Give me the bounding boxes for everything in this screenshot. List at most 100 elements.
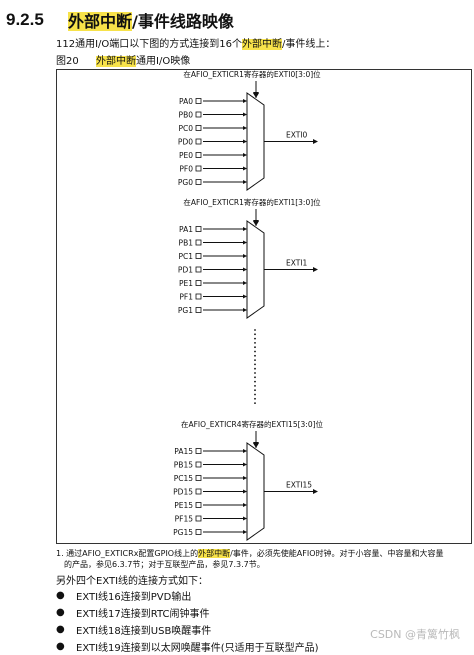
bullet-icon: ● bbox=[56, 641, 65, 652]
arrowhead-icon bbox=[243, 254, 247, 258]
multiplexer-shape bbox=[246, 220, 265, 319]
pin-label: PF1 bbox=[179, 293, 193, 302]
pin-box bbox=[195, 179, 202, 185]
pin-box bbox=[195, 293, 202, 300]
pin-box bbox=[195, 488, 202, 495]
pin-box bbox=[195, 111, 202, 118]
list-item-text: EXTI线18连接到USB唤醒事件 bbox=[76, 626, 212, 637]
arrowhead-icon bbox=[243, 126, 247, 130]
arrowhead-icon bbox=[243, 516, 247, 521]
ellipsis-dot bbox=[254, 385, 256, 387]
pin-label: PE1 bbox=[179, 279, 193, 288]
pin-box bbox=[195, 307, 202, 313]
pin-box bbox=[195, 502, 202, 508]
register-label: 在AFIO_EXTICR1寄存器的EXTI1[3:0]位 bbox=[183, 197, 321, 207]
exti-line-list: ● EXTI线16连接到PVD输出 ● EXTI线17连接到RTC闹钟事件 ● EXT… bbox=[56, 587, 319, 655]
arrowhead-icon bbox=[243, 240, 247, 245]
figure-caption: 图20 外部中断通用I/O映像 bbox=[56, 52, 190, 67]
pin-label: PG0 bbox=[178, 178, 193, 187]
pin-box bbox=[195, 475, 202, 481]
pin-label: PC1 bbox=[178, 252, 193, 261]
arrowhead-icon bbox=[313, 139, 318, 144]
ellipsis-dot bbox=[254, 333, 256, 336]
pin-box bbox=[195, 280, 202, 286]
watermark: CSDN @青篱竹枫 bbox=[370, 628, 460, 641]
ellipsis-dot bbox=[254, 367, 256, 370]
output-label: EXTI0 bbox=[286, 131, 308, 140]
pin-label: PA0 bbox=[179, 97, 193, 106]
ellipsis-dot bbox=[254, 329, 256, 331]
list-item: ● EXTI线17连接到RTC闹钟事件 bbox=[56, 604, 319, 621]
pin-box bbox=[195, 239, 202, 246]
ellipsis-dot bbox=[254, 342, 256, 344]
output-label: EXTI1 bbox=[286, 259, 308, 268]
arrowhead-icon bbox=[243, 503, 247, 507]
pin-label: PB1 bbox=[179, 239, 194, 248]
arrowhead-icon bbox=[243, 180, 247, 184]
pin-label: PC0 bbox=[178, 124, 193, 133]
footnote: 1. 通过AFIO_EXTICRx配置GPIO线上的外部中断/事件，必须先使能A… bbox=[56, 548, 474, 570]
pin-label: PE0 bbox=[179, 151, 193, 160]
pin-box bbox=[195, 125, 202, 131]
ellipsis-dot bbox=[254, 402, 256, 404]
arrowhead-icon bbox=[253, 92, 259, 97]
footnote-after: /事件，必须先使能AFIO时钟。对于小容量、中容量和大容量 bbox=[230, 549, 444, 558]
pin-label: PA1 bbox=[179, 225, 193, 234]
ellipsis-dot bbox=[254, 380, 256, 383]
arrowhead-icon bbox=[243, 153, 247, 157]
intro-after: /事件线上： bbox=[282, 39, 336, 50]
list-item-text: EXTI线16连接到PVD输出 bbox=[76, 592, 192, 603]
arrowhead-icon bbox=[243, 281, 247, 285]
arrowhead-icon bbox=[243, 308, 247, 312]
bullet-icon: ● bbox=[56, 624, 65, 635]
pin-box bbox=[195, 98, 202, 104]
ellipsis-dot bbox=[254, 350, 256, 353]
pin-label: PD1 bbox=[178, 266, 193, 275]
list-title: 另外四个EXTI线的连接方式如下： bbox=[56, 576, 209, 587]
section-title-highlight: 外部中断 bbox=[68, 12, 133, 31]
pin-box bbox=[195, 165, 202, 172]
register-label: 在AFIO_EXTICR1寄存器的EXTI0[3:0]位 bbox=[183, 69, 321, 79]
pin-box bbox=[195, 253, 202, 259]
arrowhead-icon bbox=[313, 267, 318, 272]
ellipsis-dot bbox=[254, 359, 256, 361]
arrowhead-icon bbox=[253, 442, 259, 447]
section-number: 9.2.5 bbox=[6, 10, 44, 29]
pin-label: PD15 bbox=[173, 488, 193, 497]
figure-title-rest: 通用I/O映像 bbox=[136, 56, 191, 67]
bullet-icon: ● bbox=[56, 607, 65, 618]
figure-title-highlight: 外部中断 bbox=[96, 56, 136, 67]
multiplexer-shape bbox=[246, 92, 265, 191]
ellipsis-dot bbox=[254, 363, 256, 366]
intro-paragraph: 112通用I/O端口以下图的方式连接到16个外部中断/事件线上： bbox=[56, 35, 335, 50]
ellipsis-dot bbox=[254, 393, 256, 396]
arrowhead-icon bbox=[243, 294, 247, 299]
section-title: 外部中断/事件线路映像 bbox=[68, 8, 234, 32]
intro-before: 112通用I/O端口以下图的方式连接到16个 bbox=[56, 39, 243, 50]
pin-box bbox=[195, 152, 202, 158]
register-label: 在AFIO_EXTICR4寄存器的EXTI15[3:0]位 bbox=[181, 419, 324, 429]
ellipsis-dot bbox=[254, 376, 256, 379]
arrowhead-icon bbox=[243, 267, 247, 272]
arrowhead-icon bbox=[243, 112, 247, 117]
ellipsis-dot bbox=[254, 337, 256, 340]
footnote-line-1: 1. 通过AFIO_EXTICRx配置GPIO线上的外部中断/事件，必须先使能A… bbox=[56, 548, 474, 559]
arrowhead-icon bbox=[243, 166, 247, 171]
arrowhead-icon bbox=[243, 476, 247, 480]
arrowhead-icon bbox=[313, 489, 318, 494]
pin-label: PA15 bbox=[174, 447, 193, 456]
arrowhead-icon bbox=[253, 220, 259, 225]
pin-box bbox=[195, 266, 202, 273]
arrowhead-icon bbox=[243, 227, 247, 231]
arrowhead-icon bbox=[243, 99, 247, 103]
arrowhead-icon bbox=[243, 449, 247, 453]
figure-number: 图20 bbox=[56, 56, 79, 67]
pin-box bbox=[195, 448, 202, 454]
ellipsis-dot bbox=[254, 389, 256, 392]
footnote-highlight: 外部中断 bbox=[198, 549, 231, 558]
list-item: ● EXTI线18连接到USB唤醒事件 bbox=[56, 621, 319, 638]
pin-label: PG15 bbox=[173, 528, 193, 537]
list-item-text: EXTI线17连接到RTC闹钟事件 bbox=[76, 609, 210, 620]
pin-label: PF0 bbox=[179, 165, 193, 174]
